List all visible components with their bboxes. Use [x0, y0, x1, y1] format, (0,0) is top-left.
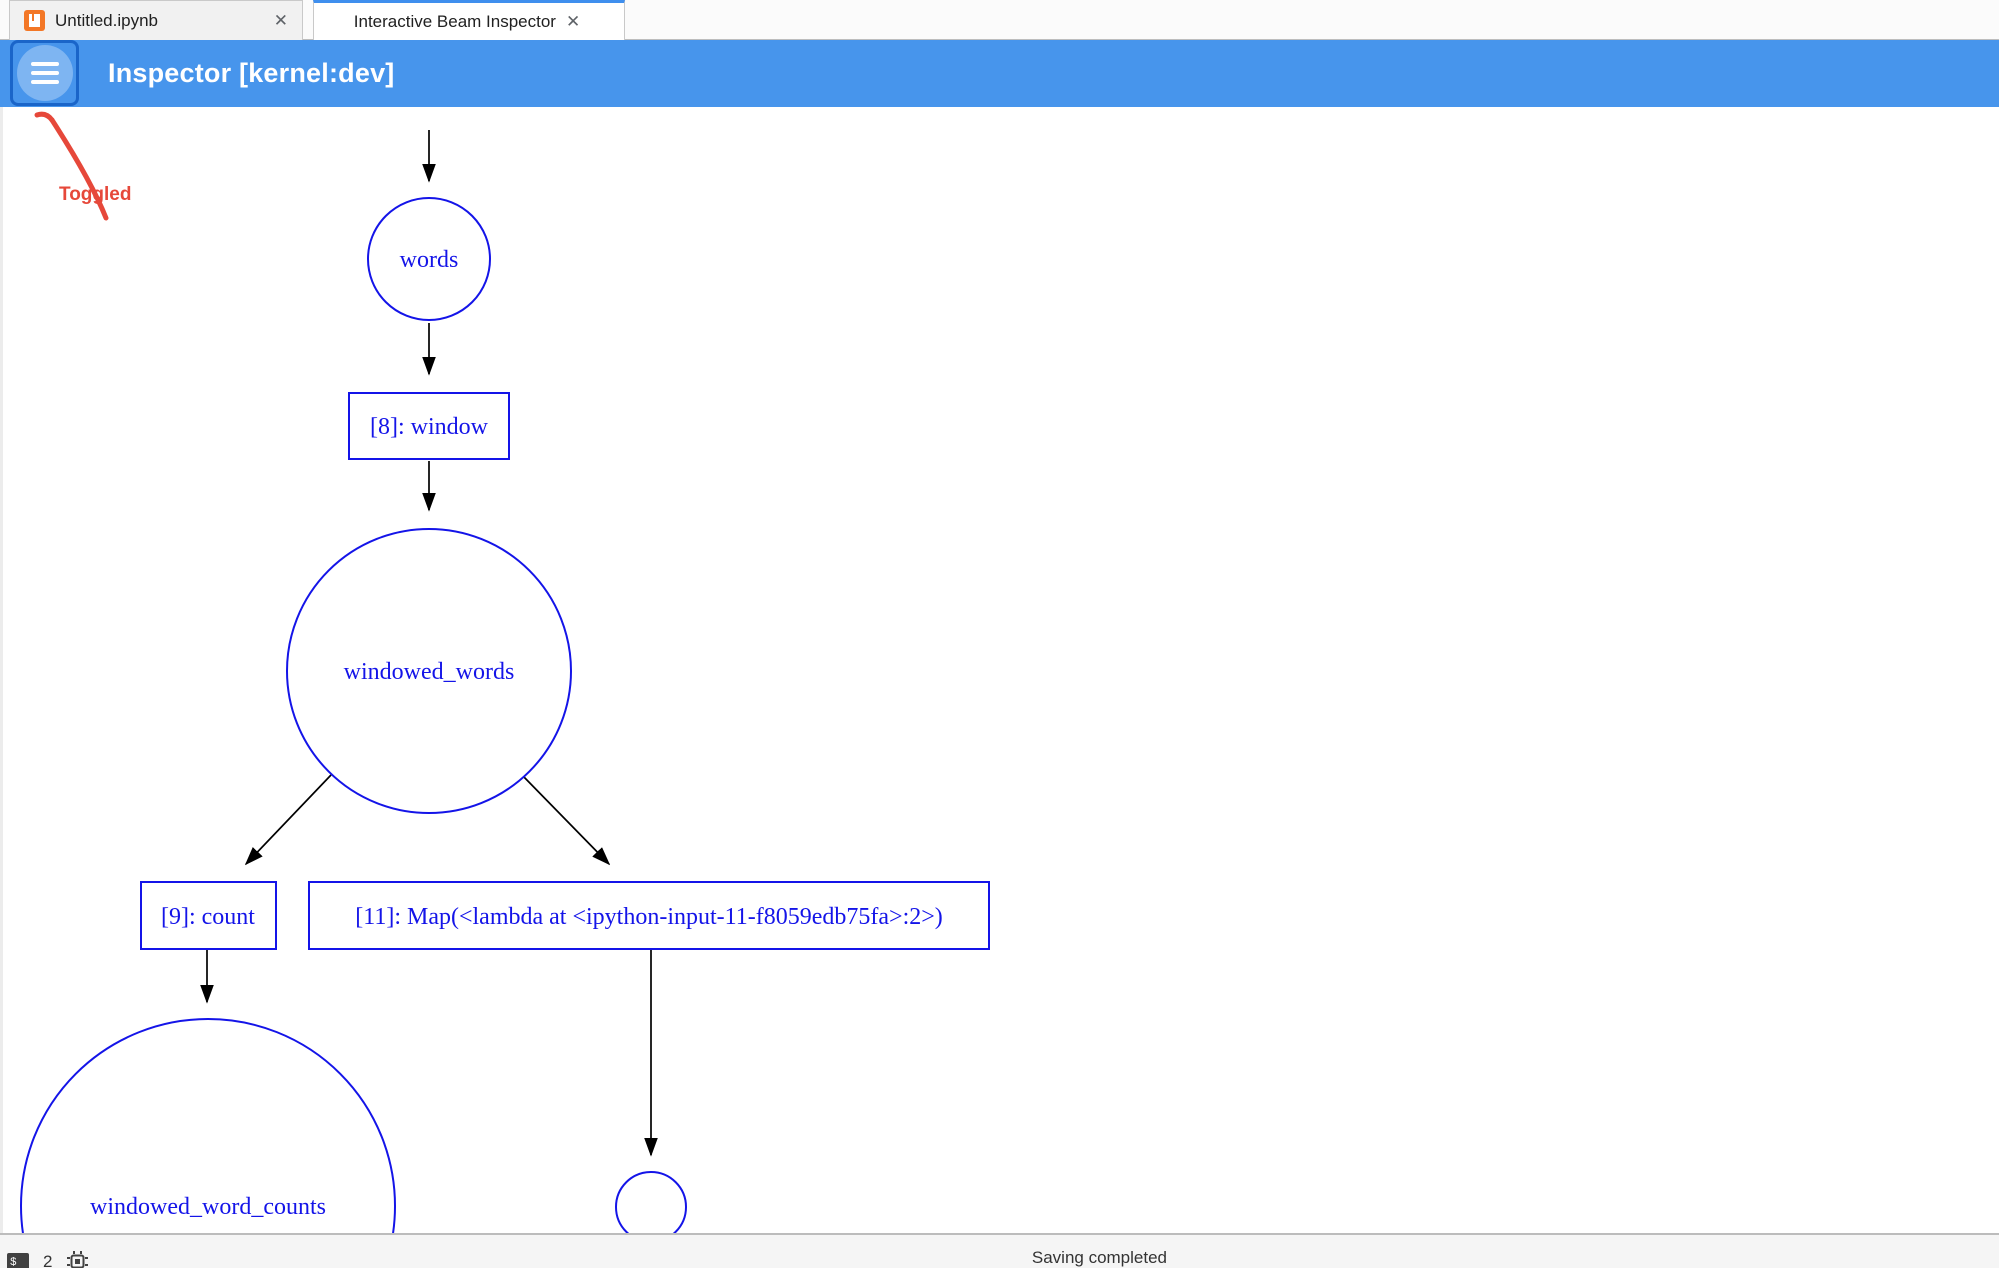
close-icon[interactable]: ✕ [273, 11, 288, 30]
terminal-icon[interactable]: $ [7, 1253, 29, 1268]
node-count-transform[interactable] [140, 881, 277, 950]
node-window-transform-label: [8]: window [370, 414, 489, 440]
pipeline-graph: words [8]: window windowed_words [9]: co… [20, 130, 990, 1233]
node-words-label: words [400, 247, 459, 273]
node-count-transform-label: [9]: count [161, 904, 255, 930]
tab-beam-inspector[interactable]: Interactive Beam Inspector ✕ [313, 0, 625, 40]
ripple [16, 45, 73, 101]
pipeline-graph-panel: words [8]: window windowed_words [9]: co… [0, 107, 1999, 1233]
node-windowed-word-counts[interactable] [20, 1018, 396, 1233]
edge-windowed-words-to-count [244, 774, 332, 866]
node-map-transform-label: [11]: Map(<lambda at <ipython-input-11-f… [355, 904, 943, 930]
hamburger-icon [30, 62, 59, 84]
inspector-header: Inspector [kernel:dev] [0, 40, 1999, 107]
toggled-annotation-arrow [34, 111, 109, 221]
tab-label: Untitled.ipynb [55, 10, 159, 30]
page-title: Inspector [kernel:dev] [108, 58, 395, 88]
status-message: Saving completed [1031, 1248, 1168, 1267]
menu-toggle-button[interactable] [10, 40, 79, 106]
node-map-transform[interactable] [308, 881, 990, 950]
tab-label: Interactive Beam Inspector [353, 11, 556, 31]
status-bar: $ 2 Saving completed [0, 1233, 1999, 1268]
node-words[interactable] [367, 197, 491, 321]
close-icon[interactable]: ✕ [565, 12, 581, 31]
node-windowed-word-counts-label: windowed_word_counts [90, 1194, 326, 1220]
tab-untitled-notebook[interactable]: Untitled.ipynb ✕ [9, 0, 303, 40]
tab-bar: Untitled.ipynb ✕ Interactive Beam Inspec… [0, 0, 1999, 40]
bug-chip-icon[interactable] [66, 1250, 89, 1268]
status-left-items: $ 2 [7, 1250, 89, 1268]
node-windowed-words[interactable] [286, 528, 572, 814]
node-output-collection[interactable] [615, 1171, 687, 1233]
node-window-transform[interactable] [348, 392, 510, 460]
notebook-icon [24, 10, 45, 31]
terminal-count: 2 [43, 1251, 53, 1268]
node-windowed-words-label: windowed_words [344, 659, 515, 685]
edge-windowed-words-to-map [521, 774, 611, 866]
toggled-annotation-label: Toggled [59, 184, 132, 205]
